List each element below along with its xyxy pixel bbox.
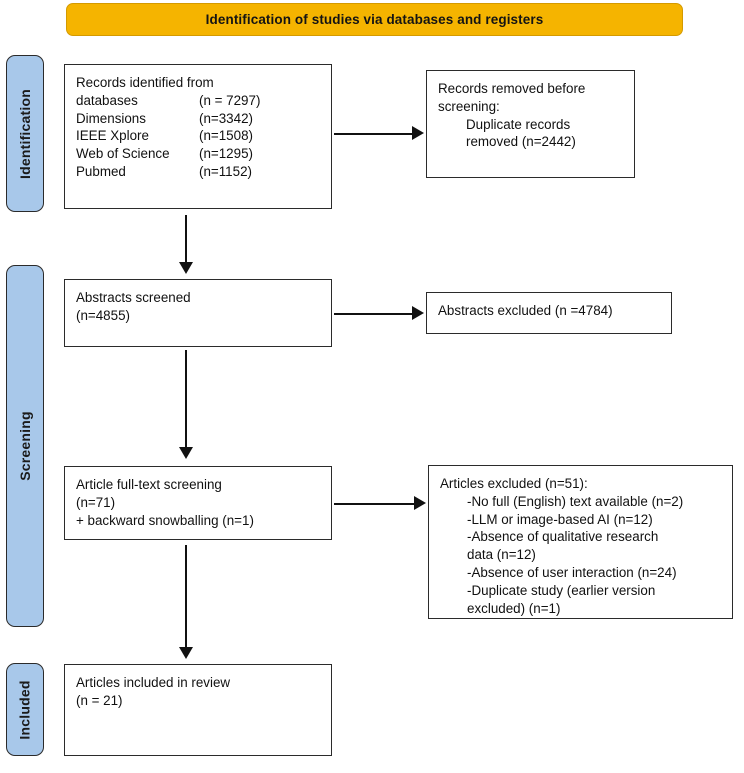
exclusion-reason: -LLM or image-based AI (n=12)	[467, 511, 653, 527]
source-row: Pubmed (n=1152)	[76, 163, 321, 181]
source-name: Web of Science	[76, 146, 170, 162]
source-row: Dimensions (n=3342)	[76, 110, 321, 128]
source-count: (n=1152)	[199, 164, 252, 180]
source-name: Dimensions	[76, 110, 146, 126]
arrow-right-icon	[414, 496, 426, 510]
source-row: IEEE Xplore (n=1508)	[76, 127, 321, 145]
stage-tab-identification: Identification	[6, 55, 44, 212]
records-removed-line-4: removed (n=2442)	[466, 134, 576, 150]
connector-identified-to-removed	[334, 133, 414, 135]
exclusion-reason: -Absence of qualitative research	[467, 529, 659, 545]
fulltext-screening-line-2: (n=71)	[76, 494, 116, 510]
fulltext-screening-line-3: + backward snowballing (n=1)	[76, 512, 254, 528]
stage-tab-included: Included	[6, 663, 44, 756]
source-name: Pubmed	[76, 164, 126, 180]
source-count: (n=1508)	[199, 128, 253, 144]
fulltext-screening-line-1: Article full-text screening	[76, 477, 222, 492]
exclusion-reason-continuation: data (n=12)	[467, 547, 536, 563]
abstracts-screened-line-2: (n=4855)	[76, 307, 130, 323]
abstracts-excluded-line-1: Abstracts excluded (n =4784)	[438, 303, 613, 318]
identification-banner: Identification of studies via databases …	[66, 3, 683, 36]
arrow-right-icon	[412, 306, 424, 320]
source-row: Web of Science (n=1295)	[76, 145, 321, 163]
articles-included-line-1: Articles included in review	[76, 675, 231, 690]
stage-label-screening: Screening	[17, 411, 33, 481]
arrow-down-icon	[179, 262, 193, 274]
banner-title: Identification of studies via databases …	[205, 12, 544, 27]
connector-fulltext-to-included	[185, 545, 187, 650]
box-abstracts-excluded: Abstracts excluded (n =4784)	[426, 292, 672, 334]
records-removed-line-2: screening:	[438, 98, 500, 114]
stage-tab-screening: Screening	[6, 265, 44, 627]
box-records-identified: Records identified from databases (n = 7…	[64, 64, 332, 209]
connector-screened-to-fulltext	[185, 350, 187, 450]
source-count: (n=1295)	[199, 146, 253, 162]
box-records-removed-before-screening: Records removed before screening: Duplic…	[426, 70, 635, 178]
connector-screened-to-excluded	[334, 313, 414, 315]
exclusion-reason: -Duplicate study (earlier version	[467, 582, 656, 598]
source-name: IEEE Xplore	[76, 128, 149, 144]
records-removed-line-3: Duplicate records	[466, 116, 571, 132]
abstracts-screened-line-1: Abstracts screened	[76, 290, 191, 305]
records-identified-heading: Records identified from	[76, 75, 214, 90]
source-count: (n=3342)	[199, 110, 253, 126]
exclusion-reason-continuation: excluded) (n=1)	[467, 600, 561, 616]
box-articles-included-in-review: Articles included in review (n = 21)	[64, 664, 332, 756]
source-name: databases	[76, 92, 138, 108]
box-articles-excluded: Articles excluded (n=51): -No full (Engl…	[428, 465, 733, 619]
records-removed-line-1: Records removed before	[438, 81, 586, 96]
box-article-fulltext-screening: Article full-text screening (n=71) + bac…	[64, 466, 332, 540]
arrow-right-icon	[412, 126, 424, 140]
box-abstracts-screened: Abstracts screened (n=4855)	[64, 279, 332, 347]
exclusion-reason: -No full (English) text available (n=2)	[467, 493, 684, 509]
arrow-down-icon	[179, 447, 193, 459]
source-count: (n = 7297)	[199, 92, 261, 108]
stage-label-identification: Identification	[17, 88, 34, 179]
connector-fulltext-to-excluded	[334, 503, 416, 505]
source-row: databases (n = 7297)	[76, 92, 321, 110]
stage-label-included: Included	[17, 679, 34, 740]
arrow-down-icon	[179, 647, 193, 659]
exclusion-reason: -Absence of user interaction (n=24)	[467, 565, 677, 581]
articles-included-line-2: (n = 21)	[76, 692, 123, 708]
articles-excluded-heading: Articles excluded (n=51):	[440, 476, 588, 491]
connector-identified-to-screened	[185, 215, 187, 265]
